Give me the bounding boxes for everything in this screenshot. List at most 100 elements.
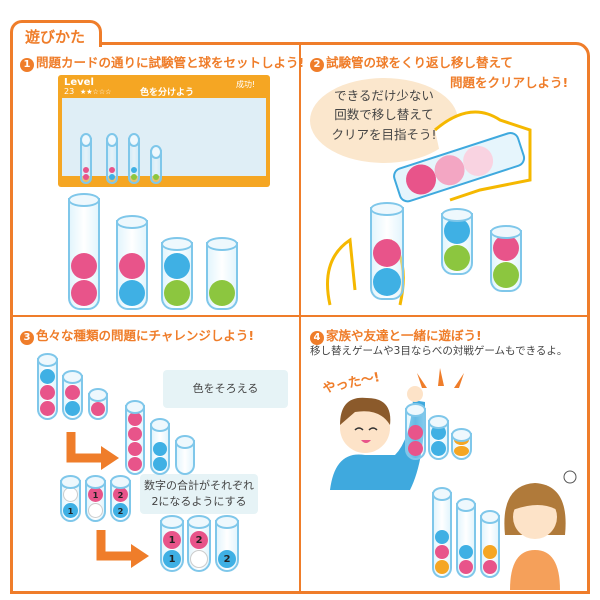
ball (40, 385, 55, 400)
ball (493, 262, 519, 288)
ball (119, 253, 145, 279)
ball: 1 (163, 550, 181, 568)
ball (435, 545, 449, 559)
ball (65, 401, 80, 416)
label-line: 2になるようにする (151, 495, 247, 508)
test-tube (441, 208, 473, 275)
card-level-label: Level (64, 77, 94, 88)
ball (435, 530, 449, 544)
card-level: 23 (64, 87, 75, 96)
ball: 2 (113, 503, 128, 518)
arrow-icon (66, 432, 119, 470)
test-tube (80, 133, 92, 184)
ball (435, 560, 449, 574)
test-tube (206, 237, 238, 310)
page-title: 遊びかた (10, 20, 102, 47)
card-scene (62, 98, 266, 176)
test-tube (116, 215, 148, 310)
ball (483, 545, 497, 559)
step-text: 家族や友達と一緒に遊ぼう! (326, 328, 482, 343)
ball: 1 (63, 503, 78, 518)
hands-illustration (326, 110, 532, 306)
ball (109, 167, 115, 173)
step-text: 問題カードの通りに試験管と球をセットしよう! (36, 55, 305, 70)
problem-card: Level 23 ★★☆☆☆ 色を分けよう 成功! (58, 75, 270, 187)
test-tube: 1 (60, 475, 81, 522)
test-tube (432, 487, 452, 578)
girl-illustration (504, 470, 577, 590)
ball (131, 174, 137, 180)
ball (128, 427, 142, 441)
ball (373, 268, 401, 296)
excitement-marks (417, 368, 464, 388)
test-tube (480, 510, 500, 578)
ball: 2 (218, 550, 236, 568)
ball: 1 (88, 487, 103, 502)
bubble-line: 回数で移し替えて (334, 107, 434, 123)
ball (91, 402, 105, 416)
test-tube (106, 133, 118, 184)
test-tube (451, 428, 472, 460)
ball: 1 (163, 531, 181, 549)
ball (128, 442, 142, 456)
ball (109, 174, 115, 180)
step-4-subtext: 移し替えゲームや3目ならべの対戦ゲームもできるよ。 (310, 345, 568, 357)
ball (153, 174, 159, 180)
ball (71, 280, 97, 306)
test-tube (150, 418, 170, 475)
ball (40, 401, 55, 416)
test-tube (370, 202, 404, 300)
ball (164, 253, 190, 279)
test-tube: 1 (85, 475, 106, 522)
step-2-heading-line2: 問題をクリアしよう! (450, 75, 569, 90)
ball (209, 280, 235, 306)
ball (63, 487, 78, 502)
ball (65, 385, 80, 400)
test-tube (125, 400, 145, 475)
step-number: 1 (20, 58, 34, 72)
card-result: 成功! (236, 80, 256, 89)
test-tube (37, 353, 58, 420)
ball (454, 445, 469, 456)
test-tube (456, 498, 476, 578)
test-tube (161, 237, 193, 310)
ball (83, 167, 89, 173)
step-number: 2 (310, 58, 324, 72)
ball (444, 245, 470, 271)
ball (190, 550, 208, 568)
ball (431, 425, 446, 440)
instructions-frame (10, 42, 590, 594)
color-match-label: 色をそろえる (163, 370, 288, 408)
ball (153, 442, 167, 456)
test-tube: 2 (187, 515, 211, 572)
ball (71, 253, 97, 279)
ball (164, 280, 190, 306)
ball (454, 434, 469, 445)
test-tube (62, 370, 83, 420)
ball: 2 (190, 531, 208, 549)
ball (459, 560, 473, 574)
boy-illustration (330, 386, 425, 490)
test-tube (428, 415, 449, 460)
step-text: 色々な種類の問題にチャレンジしよう! (36, 328, 255, 343)
divider (299, 44, 301, 592)
card-stars: ★★☆☆☆ (80, 88, 112, 96)
test-tube (88, 388, 108, 420)
ball (131, 167, 137, 173)
label-line: 数字の合計がそれぞれ (144, 478, 254, 492)
test-tube (175, 435, 195, 475)
ball (153, 457, 167, 471)
ball (493, 235, 519, 261)
ball (83, 174, 89, 180)
ball (483, 560, 497, 574)
test-tube: 2 (215, 515, 239, 572)
test-tube (150, 145, 162, 184)
ball (408, 441, 423, 456)
ball (119, 280, 145, 306)
